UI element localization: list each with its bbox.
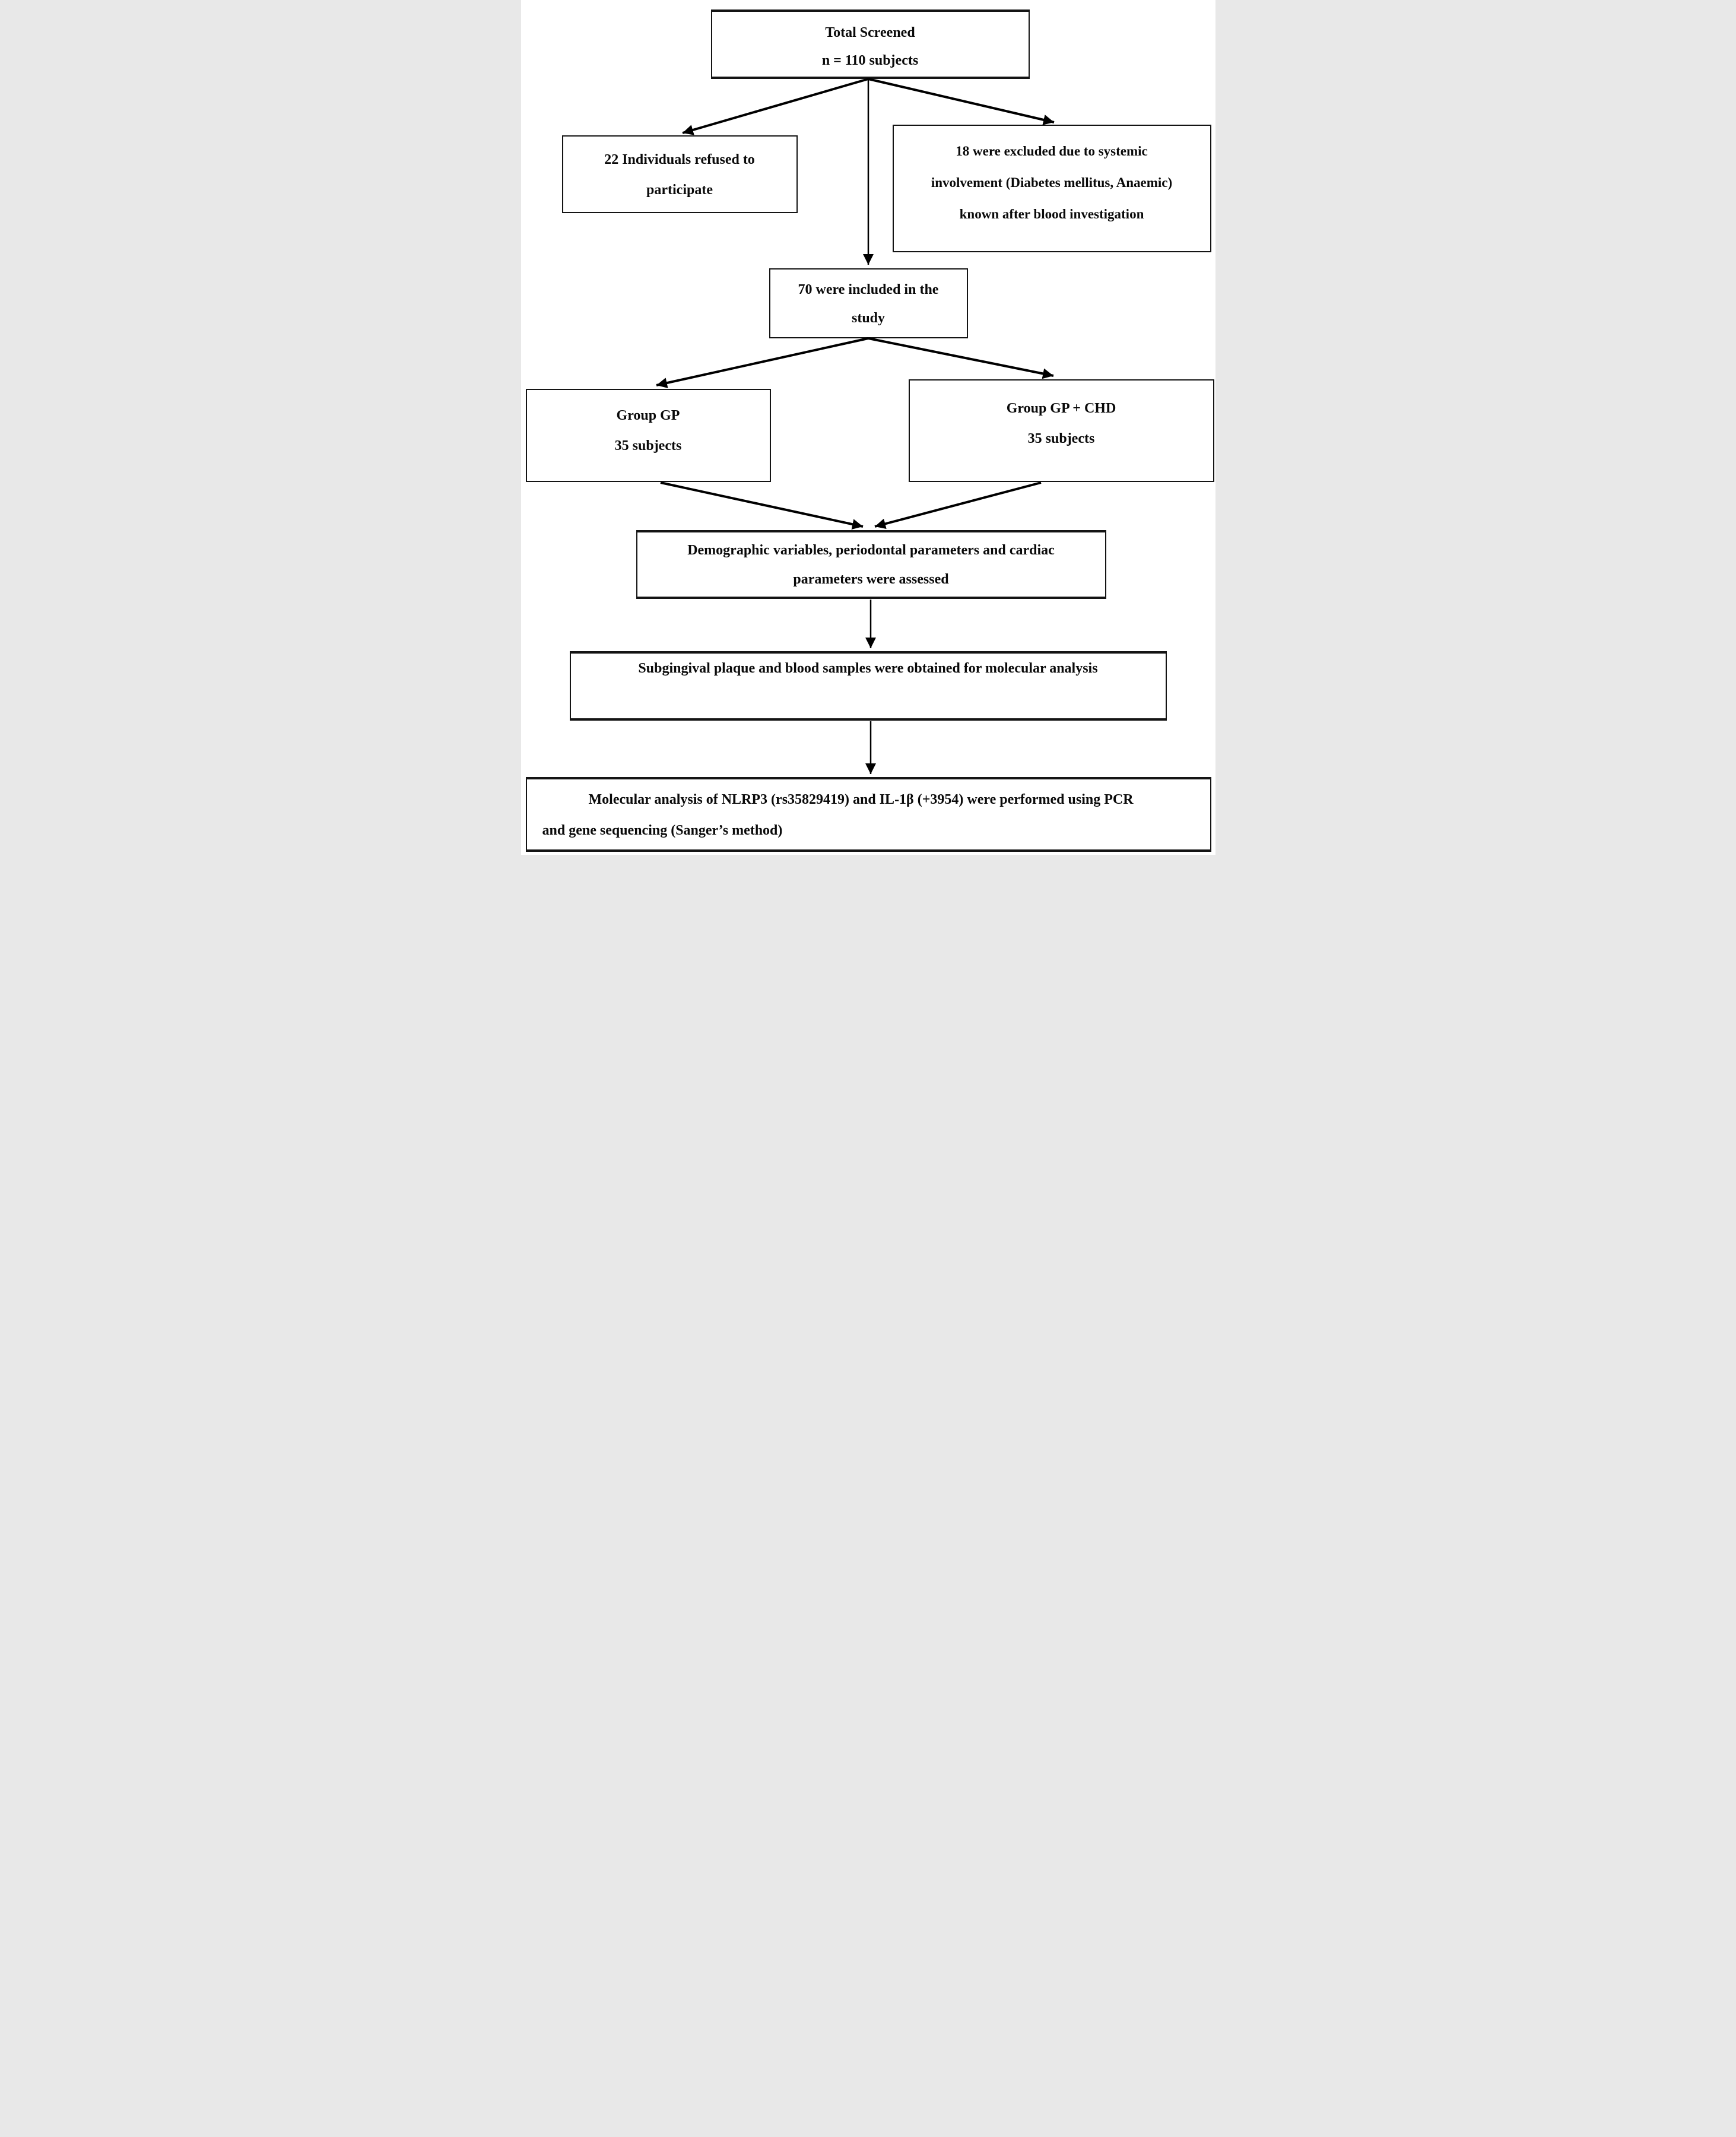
node-total-screened: Total Screened n = 110 subjects (710, 9, 1030, 79)
node-text-line: study (851, 310, 886, 326)
node-text-line: 35 subjects (614, 438, 682, 454)
edge-gp-chd-to-parameters (874, 481, 1042, 530)
node-text-line: Subgingival plaque and blood samples wer… (638, 661, 1098, 676)
edge-gp-to-parameters (660, 481, 863, 530)
node-included-in-study: 70 were included in the study (769, 268, 968, 338)
node-text-line: Molecular analysis of NLRP3 (rs35829419)… (588, 792, 1134, 807)
edge-included-to-gp-chd (868, 337, 1053, 379)
node-text-line: known after blood investigation (959, 207, 1144, 221)
node-text-line: 22 Individuals refused to (604, 152, 755, 167)
edge-included-to-gp (656, 337, 868, 388)
node-excluded-systemic: 18 were excluded due to systemic involve… (892, 125, 1211, 252)
node-text-line: participate (646, 182, 713, 198)
node-group-gp-chd: Group GP + CHD 35 subjects (908, 379, 1214, 482)
node-samples-obtained: Subgingival plaque and blood samples wer… (569, 651, 1167, 721)
node-text-line: and gene sequencing (Sanger’s method) (542, 823, 783, 838)
edge-total-to-excluded (868, 78, 1054, 125)
edge-total-to-refused (681, 78, 869, 135)
node-molecular-analysis: Molecular analysis of NLRP3 (rs35829419)… (525, 777, 1211, 852)
node-refused-to-participate: 22 Individuals refused to participate (561, 135, 798, 213)
node-text-line: Group GP (616, 408, 680, 423)
node-text-line: Demographic variables, periodontal param… (687, 543, 1055, 558)
node-text-line: 18 were excluded due to systemic (956, 144, 1148, 158)
node-text-line: involvement (Diabetes mellitus, Anaemic) (931, 175, 1173, 190)
flowchart-canvas: Total Screened n = 110 subjects 22 Indiv… (521, 0, 1215, 855)
node-text-line: n = 110 subjects (821, 53, 919, 68)
node-text-line: Group GP + CHD (1006, 401, 1116, 416)
node-text-line: parameters were assessed (793, 572, 949, 587)
node-text-line: 35 subjects (1027, 431, 1095, 446)
node-parameters-assessed: Demographic variables, periodontal param… (636, 530, 1106, 599)
node-text-line: 70 were included in the (798, 282, 939, 297)
node-text-line: Total Screened (825, 25, 915, 40)
node-group-gp: Group GP 35 subjects (525, 389, 771, 482)
